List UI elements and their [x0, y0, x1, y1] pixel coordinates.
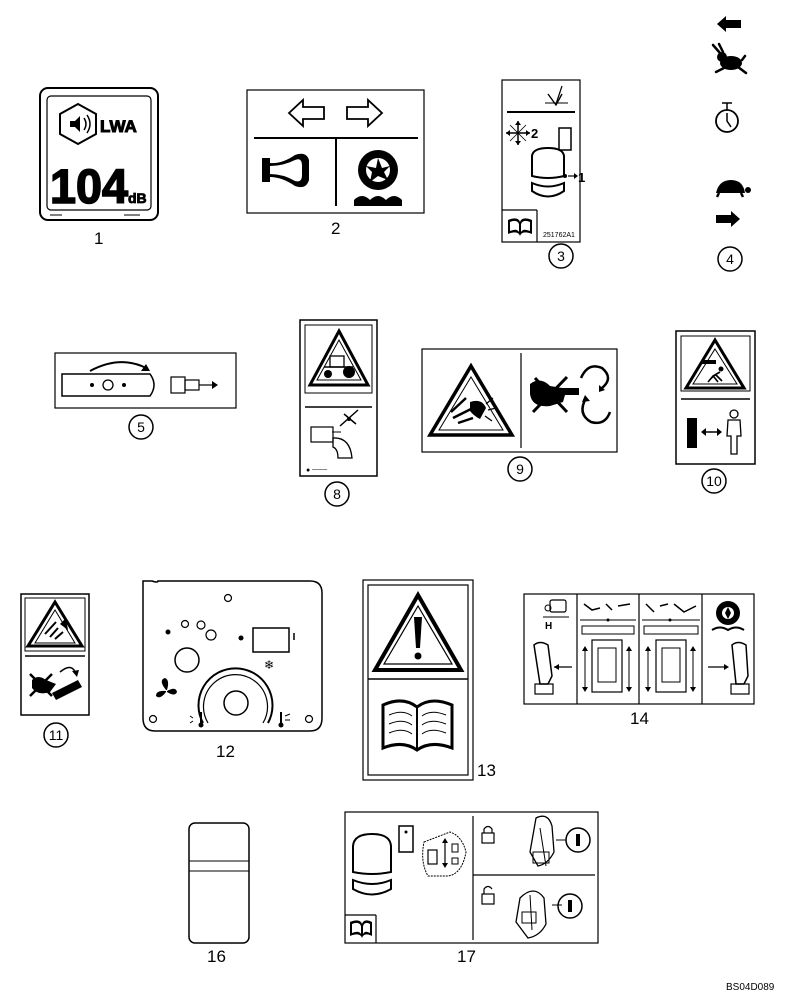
decal-12-heater-panel: ❄: [142, 580, 323, 732]
four-way-arrow-icon: [506, 121, 530, 145]
decal-17-armrest-lock: [344, 811, 599, 944]
lock-open-icon: [481, 885, 495, 905]
decal-4-symbols: [711, 16, 751, 227]
decal-16-blank: [188, 822, 250, 944]
decal-8-label: 8: [333, 486, 341, 502]
cab-h-pattern-icon: H: [543, 599, 569, 632]
decal-5-label: 5: [137, 419, 145, 435]
rotation-arrow-icon: [89, 361, 150, 372]
seat-icon: [352, 832, 392, 896]
manual-book-icon: [381, 699, 454, 752]
seat-icon: [531, 146, 565, 198]
warning-triangle-icon: [426, 362, 516, 437]
decal-3-label: 3: [557, 248, 565, 264]
manual-book-icon: [508, 218, 532, 236]
manual-book-icon: [350, 920, 372, 938]
decal-1-lwa-text: LWA: [100, 117, 137, 136]
hand-pinch-icon: [44, 618, 68, 640]
decal-1-unit-text: dB: [128, 190, 147, 206]
decal-1-label: 1: [94, 229, 103, 248]
horn-icon: [262, 153, 309, 188]
hand-entanglement-icon: [530, 365, 612, 425]
debris-hand-icon: [450, 397, 497, 425]
decal-4-label: 4: [726, 251, 734, 267]
decal-9-rotating-parts: [421, 348, 618, 453]
decal-5-rotation: [54, 352, 237, 409]
snowflake-icon: ❄: [264, 658, 274, 672]
armrest-unlocked-icon: [515, 890, 583, 939]
decal-14-label: 14: [630, 709, 649, 728]
warning-triangle-icon: [307, 327, 371, 387]
boom-pattern-left-icon: [580, 603, 636, 693]
pointer-down-icon: [545, 85, 568, 107]
bulb-icon: [715, 102, 739, 133]
left-joystick-icon: [533, 641, 572, 695]
armrest-locked-icon: [529, 815, 591, 867]
boom-pattern-right-icon: [642, 603, 700, 693]
right-joystick-icon: [708, 641, 750, 695]
decal-11-label: 11: [49, 727, 64, 743]
hand-no-touch-icon: [29, 666, 82, 700]
decal-3-seat-adjust: 2 1 251762A1: [501, 79, 585, 243]
blower-fan-icon: [354, 150, 402, 206]
decal-2-label: 2: [331, 219, 340, 238]
decal-17-label: 17: [457, 947, 476, 966]
decal-3-arrow-number-1: 1: [578, 170, 585, 185]
seatbelt-icon: [310, 409, 359, 459]
fan-icon: [156, 678, 177, 698]
decal-3-part-code: 251762A1: [543, 232, 575, 239]
decal-12-label: 12: [216, 742, 235, 761]
arrow-right-icon: [716, 211, 740, 227]
decal-1-value-text: 104: [50, 161, 128, 214]
rabbit-fast-icon: [711, 42, 748, 75]
reference-code: BS04D089: [726, 982, 775, 993]
decal-14-control-pattern: H: [523, 593, 755, 705]
arrow-left-icon: [287, 97, 325, 129]
armrest-adjust-icon: [422, 831, 467, 877]
person-crush-icon: [702, 360, 724, 383]
decal-2-horn-blower: [246, 89, 425, 214]
decal-14-h-label: H: [545, 621, 552, 632]
decal-13-read-manual: [362, 579, 474, 781]
arrow-left-icon: [717, 16, 741, 32]
speaker-hexagon-icon: [59, 102, 97, 146]
warning-triangle-icon: [371, 590, 465, 672]
decal-8-rollover-warning: ● ───: [299, 319, 378, 477]
decal-16-label: 16: [207, 947, 226, 966]
warning-triangle-icon: [683, 337, 747, 390]
arrow-right-icon: [346, 97, 384, 129]
decal-3-arrow-number-2: 2: [531, 126, 538, 141]
turtle-slow-icon: [715, 180, 751, 198]
tractor-icon: [324, 355, 355, 378]
decal-1-noise-level: LWA 104 dB: [39, 87, 159, 221]
fan-wheel-icon: [711, 601, 745, 632]
lock-closed-icon: [481, 825, 495, 844]
thermometer-cold-icon: [189, 712, 204, 728]
thermometer-hot-icon: [278, 712, 291, 728]
decal-10-keep-distance: [675, 330, 756, 465]
decal-13-label: 13: [477, 761, 496, 780]
decal-9-label: 9: [516, 461, 524, 477]
decal-10-label: 10: [706, 473, 722, 489]
machine-person-distance-icon: [687, 409, 742, 455]
svg-text:● ───: ● ───: [306, 467, 327, 474]
connector-plug-icon: [170, 376, 218, 394]
decal-11-pinch-warning: [20, 593, 90, 716]
